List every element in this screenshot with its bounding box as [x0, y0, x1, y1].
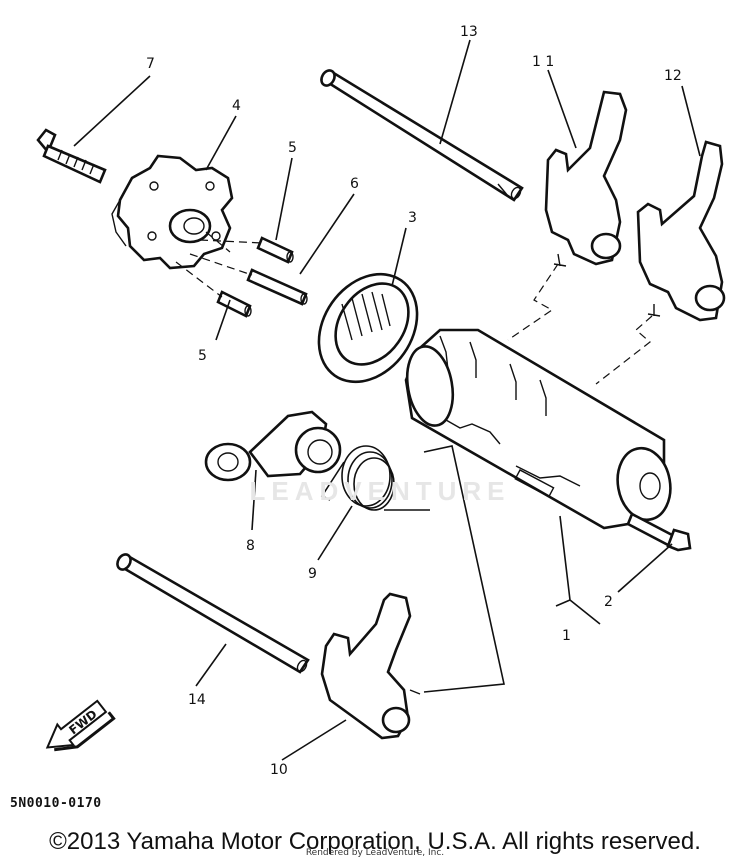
part-11-shift-fork: [544, 90, 628, 267]
callout-2: 2: [604, 594, 613, 610]
part-4-shift-cam: [111, 154, 234, 270]
part-1-shift-drum: [404, 328, 672, 530]
callout-5-lower: 5: [198, 348, 207, 364]
part-10-shift-fork: [320, 592, 421, 740]
part-13-shaft-upper: [320, 69, 524, 202]
pin-alignment-lines: [175, 231, 263, 298]
callout-1: 1: [562, 628, 571, 644]
callout-3: 3: [408, 210, 417, 226]
callout-9: 9: [308, 566, 317, 582]
part-14-shaft-lower: [116, 553, 310, 674]
part-5-pin-lower: [216, 290, 252, 318]
callout-11: 1 1: [532, 54, 554, 70]
part-6-long-pin: [246, 268, 308, 306]
rendered-by-note: Rendered by LeadVenture, Inc.: [305, 848, 445, 858]
fwd-arrow-icon: FWD: [45, 699, 116, 752]
callout-6: 6: [350, 176, 359, 192]
part-5-pin-upper: [256, 236, 294, 264]
callout-7: 7: [146, 56, 155, 72]
diagram-part-code: 5N0010-0170: [10, 796, 102, 811]
watermark: LEADVENTURE: [249, 476, 511, 506]
leader-lines: [73, 39, 701, 761]
callout-5-upper: 5: [288, 140, 297, 156]
part-7-bolt: [36, 128, 107, 184]
callout-14: 14: [188, 692, 206, 708]
callout-4: 4: [232, 98, 241, 114]
callout-13: 13: [460, 24, 478, 40]
callout-12: 12: [664, 68, 682, 84]
exploded-parts-diagram: 1 2 3 4 5 5 6 7 8 9 10 1 1 12 13 14 FWD: [36, 24, 726, 778]
part-3-bearing: [317, 272, 419, 384]
part-12-shift-fork: [636, 140, 726, 322]
callout-10: 10: [270, 762, 288, 778]
callout-8: 8: [246, 538, 255, 554]
callout-labels: 1 2 3 4 5 5 6 7 8 9 10 1 1 12 13 14: [146, 24, 682, 778]
part-8-shift-lever: [204, 410, 342, 482]
part-2-screw: [626, 512, 692, 552]
copyright-notice: ©2013 Yamaha Motor Corporation, U.S.A. A…: [49, 828, 701, 855]
part-9-spring: [320, 445, 430, 511]
